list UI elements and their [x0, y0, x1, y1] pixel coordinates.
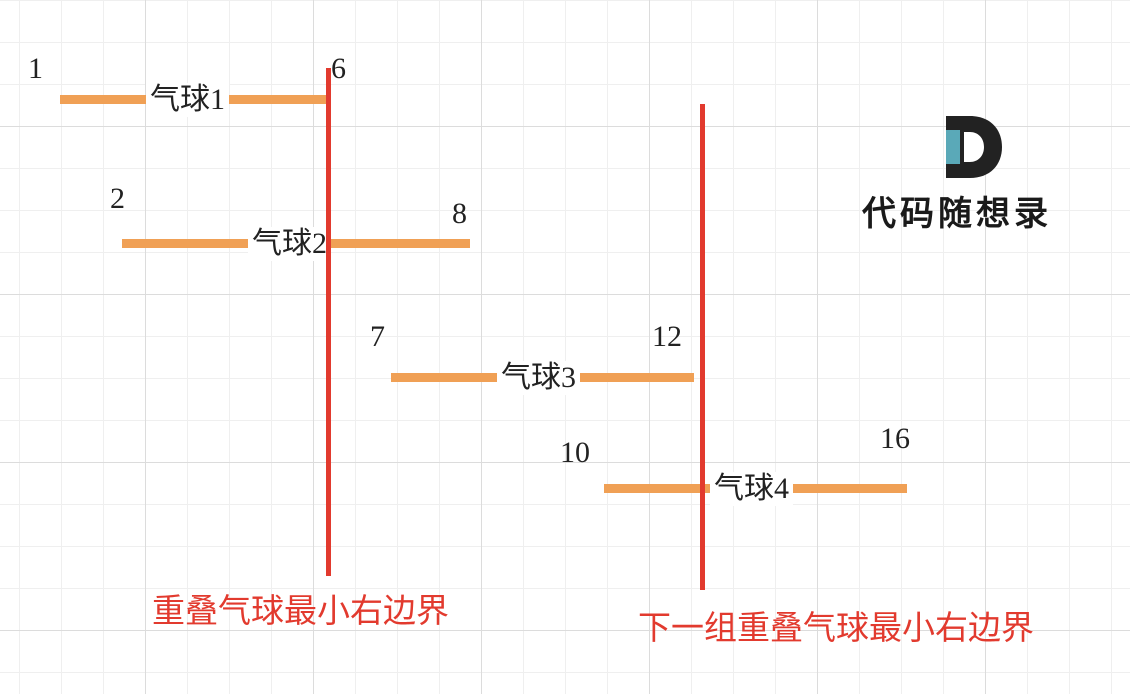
balloon-1-start: 1 [28, 52, 43, 85]
logo-d-icon [946, 116, 1002, 178]
balloon-2-end: 8 [452, 197, 467, 230]
balloon-4-start: 10 [560, 436, 590, 469]
first-boundary-line [326, 68, 331, 576]
next-boundary-line [700, 104, 705, 590]
balloon-4-label: 气球4 [710, 472, 793, 506]
balloon-3-end: 12 [652, 320, 682, 353]
next-boundary-caption: 下一组重叠气球最小右边界 [638, 611, 1034, 647]
balloon-2-start: 2 [110, 182, 125, 215]
first-boundary-caption: 重叠气球最小右边界 [152, 594, 449, 630]
balloon-4-end: 16 [880, 422, 910, 455]
logo-text: 代码随想录 [862, 194, 1052, 234]
balloon-3-start: 7 [370, 320, 385, 353]
balloon-1-end: 6 [331, 52, 346, 85]
balloon-2-label: 气球2 [248, 227, 331, 261]
balloon-1-label: 气球1 [146, 83, 229, 117]
balloon-3-label: 气球3 [497, 361, 580, 395]
